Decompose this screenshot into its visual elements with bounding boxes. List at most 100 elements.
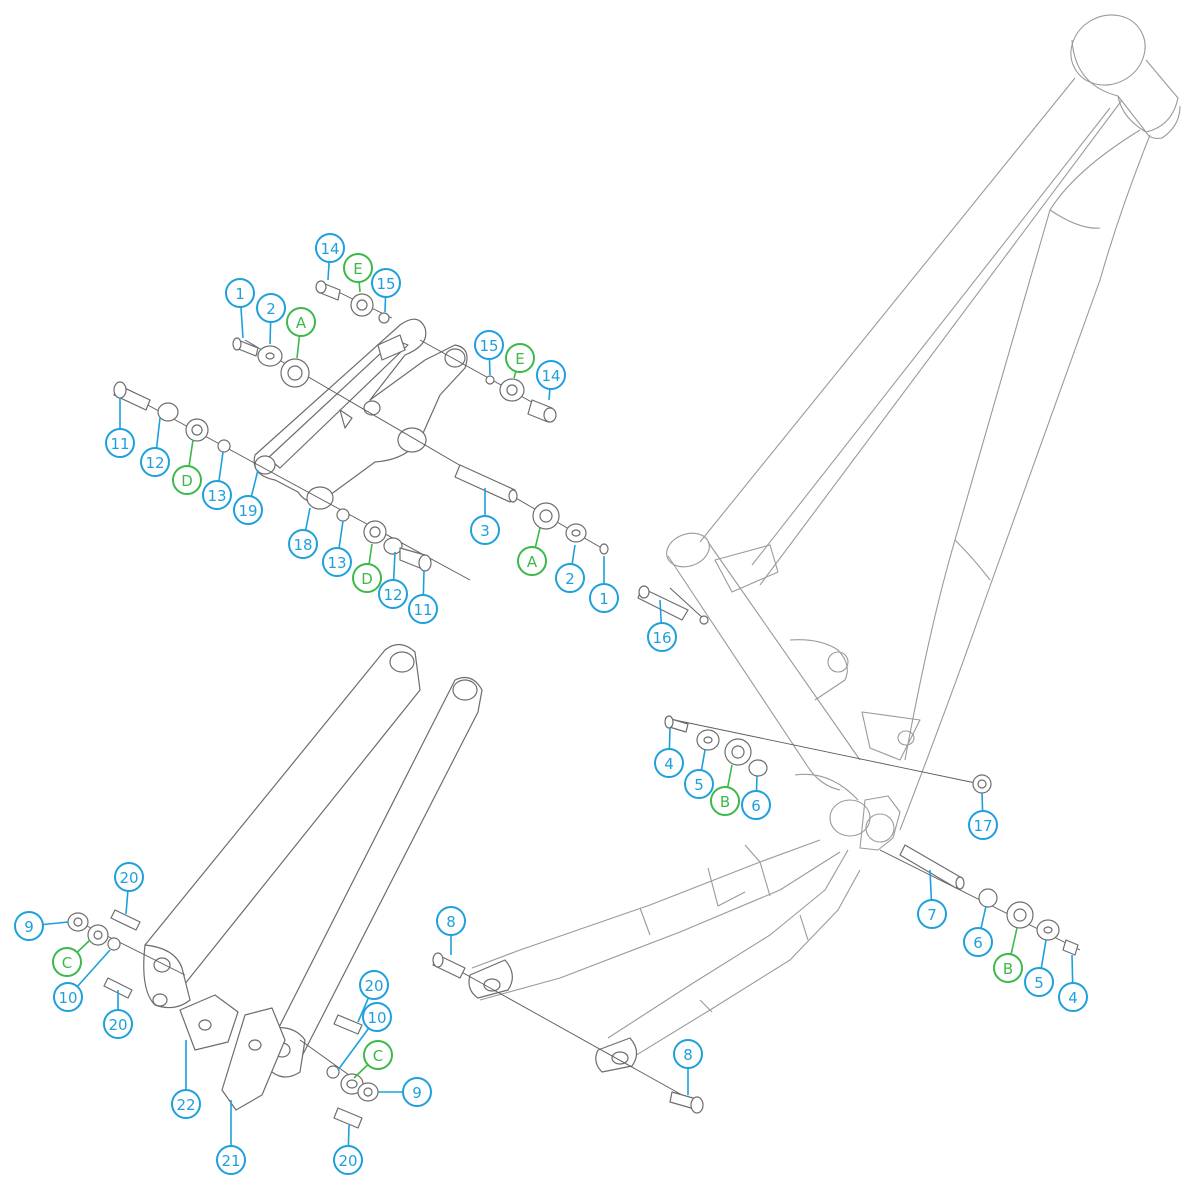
callout-label: 5 bbox=[694, 776, 704, 794]
callout-19: 19 bbox=[233, 469, 263, 525]
callout-label: 10 bbox=[58, 989, 77, 1007]
callout-label: 10 bbox=[367, 1009, 386, 1027]
callout-circle bbox=[505, 343, 535, 373]
callout-label: 19 bbox=[238, 502, 257, 520]
callout-a: A bbox=[286, 307, 316, 359]
callout-circle bbox=[647, 622, 677, 652]
callout-label: 12 bbox=[145, 454, 164, 472]
callout-label: 20 bbox=[364, 977, 383, 995]
callout-circle bbox=[963, 927, 993, 957]
callout-2: 2 bbox=[555, 544, 585, 593]
hardware bbox=[67, 280, 1079, 1129]
callout-label: 7 bbox=[927, 906, 937, 924]
callout-circle bbox=[654, 748, 684, 778]
chainstay-upper bbox=[471, 839, 841, 1001]
callout-circle bbox=[371, 268, 401, 298]
callout-circle bbox=[52, 947, 82, 977]
callout-circle bbox=[741, 790, 771, 820]
callout-circle bbox=[216, 1145, 246, 1175]
callout-label: D bbox=[181, 472, 193, 490]
callout-label: C bbox=[62, 954, 72, 972]
callout-circle bbox=[103, 1009, 133, 1039]
callout-label: 2 bbox=[266, 300, 276, 318]
callout-label: 12 bbox=[383, 586, 402, 604]
seat-tube bbox=[666, 532, 861, 791]
callout-circle bbox=[286, 307, 316, 337]
callout-circle bbox=[474, 330, 504, 360]
callout-circle bbox=[917, 899, 947, 929]
callout-circle bbox=[1058, 982, 1088, 1012]
callout-2: 2 bbox=[256, 293, 286, 345]
callout-label: B bbox=[1003, 960, 1013, 978]
callout-20: 20 bbox=[114, 862, 144, 915]
callout-circle bbox=[140, 447, 170, 477]
shock-mount bbox=[789, 639, 921, 761]
callout-circle bbox=[589, 583, 619, 613]
callout-circle bbox=[343, 253, 373, 283]
callout-label: 14 bbox=[320, 240, 339, 258]
callout-20: 20 bbox=[333, 1124, 363, 1175]
callout-label: 16 bbox=[652, 629, 671, 647]
callout-7: 7 bbox=[917, 869, 947, 929]
callout-circle bbox=[202, 480, 232, 510]
callout-1: 1 bbox=[589, 556, 619, 613]
callout-d: D bbox=[352, 543, 382, 593]
callout-circle bbox=[14, 911, 44, 941]
callout-1: 1 bbox=[225, 278, 255, 339]
callout-label: 6 bbox=[973, 934, 983, 952]
callout-label: 15 bbox=[376, 275, 395, 293]
callout-14: 14 bbox=[536, 360, 566, 401]
callout-label: 6 bbox=[751, 797, 761, 815]
callout-layer: 12A14E1515E141112D13191813D12113A211645B… bbox=[14, 233, 1088, 1175]
callout-label: 9 bbox=[24, 918, 34, 936]
callout-e: E bbox=[505, 343, 535, 379]
callout-label: 1 bbox=[235, 285, 245, 303]
callout-label: 14 bbox=[541, 367, 560, 385]
callout-16: 16 bbox=[647, 599, 677, 652]
callout-label: 4 bbox=[1068, 989, 1078, 1007]
callout-15: 15 bbox=[474, 330, 504, 376]
callout-label: A bbox=[527, 553, 538, 571]
callout-label: A bbox=[296, 314, 307, 332]
callout-label: 15 bbox=[479, 337, 498, 355]
callout-label: 4 bbox=[664, 755, 674, 773]
callout-circle bbox=[225, 278, 255, 308]
callout-circle bbox=[517, 546, 547, 576]
callout-11: 11 bbox=[408, 569, 438, 624]
callout-22: 22 bbox=[171, 1040, 201, 1119]
callout-circle bbox=[333, 1145, 363, 1175]
callout-12: 12 bbox=[378, 551, 408, 609]
callout-label: 20 bbox=[108, 1016, 127, 1034]
callout-circle bbox=[315, 233, 345, 263]
callout-label: C bbox=[373, 1047, 383, 1065]
dropout-21 bbox=[221, 1007, 286, 1111]
callout-15: 15 bbox=[371, 268, 401, 313]
callout-17: 17 bbox=[968, 792, 998, 840]
callout-e: E bbox=[343, 253, 373, 293]
callout-3: 3 bbox=[470, 488, 500, 545]
callout-a: A bbox=[517, 527, 547, 576]
seatstays bbox=[143, 643, 483, 1111]
main-frame bbox=[468, 14, 1181, 1073]
callout-20: 20 bbox=[357, 970, 389, 1023]
callout-circle bbox=[352, 563, 382, 593]
callout-c: C bbox=[52, 939, 91, 977]
callout-circle bbox=[408, 594, 438, 624]
callout-label: D bbox=[361, 570, 373, 588]
callout-label: 22 bbox=[176, 1096, 195, 1114]
callout-circle bbox=[436, 906, 466, 936]
chainstay-lower bbox=[607, 849, 861, 1063]
callout-label: 13 bbox=[207, 487, 226, 505]
head-tube bbox=[1070, 14, 1181, 139]
callout-11: 11 bbox=[105, 398, 135, 458]
callout-label: 11 bbox=[110, 435, 129, 453]
callout-label: 3 bbox=[480, 522, 490, 540]
callout-10: 10 bbox=[53, 949, 111, 1012]
callout-label: 20 bbox=[119, 869, 138, 887]
callout-18: 18 bbox=[288, 507, 318, 559]
callout-circle bbox=[114, 862, 144, 892]
callout-6: 6 bbox=[741, 775, 771, 820]
callout-label: 17 bbox=[973, 817, 992, 835]
callout-label: B bbox=[720, 793, 730, 811]
